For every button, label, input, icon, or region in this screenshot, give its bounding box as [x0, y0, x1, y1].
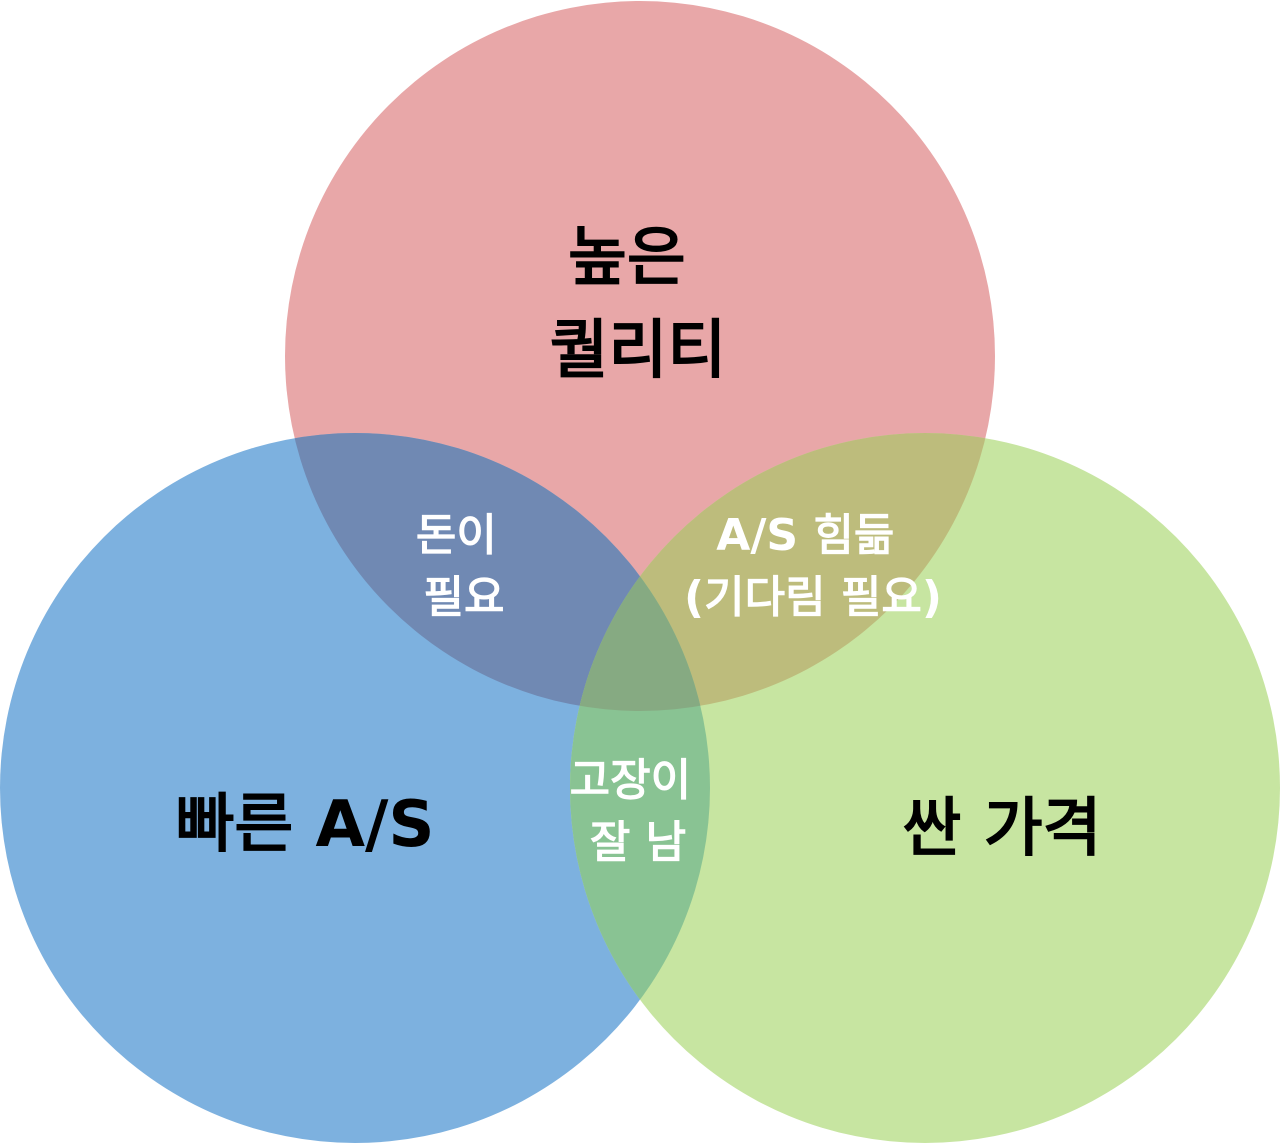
label-cheap-price-line-1: 싼 가격: [903, 792, 1102, 866]
label-quality-fast-as-line-1: 돈이: [416, 510, 497, 561]
label-quality: 높은 퀄리티: [550, 221, 727, 388]
label-fast-as-line-1: 빠른 A/S: [175, 788, 434, 862]
label-quality-fast-as: 돈이 필요: [416, 510, 512, 623]
label-quality-line-2: 퀄리티: [550, 314, 727, 388]
label-fast-as-cheap-price: 고장이 잘 남: [570, 755, 707, 868]
label-fast-as: 빠른 A/S: [175, 788, 434, 862]
label-fast-as-cheap-price-line-1: 고장이: [570, 755, 691, 806]
overlap-quality-fast-as: [285, 433, 710, 711]
label-quality-fast-as-line-2: 필요: [424, 572, 505, 623]
label-quality-cheap-price-line-2: (기다림 필요): [684, 572, 942, 623]
overlap-quality-cheap-price: [570, 433, 995, 711]
label-fast-as-cheap-price-line-2: 잘 남: [590, 817, 686, 868]
label-quality-line-1: 높은: [568, 221, 686, 295]
label-quality-cheap-price-line-1: A/S 힘듦: [716, 510, 894, 561]
label-cheap-price: 싼 가격: [903, 792, 1102, 866]
label-quality-cheap-price: A/S 힘듦 (기다림 필요): [684, 510, 942, 623]
